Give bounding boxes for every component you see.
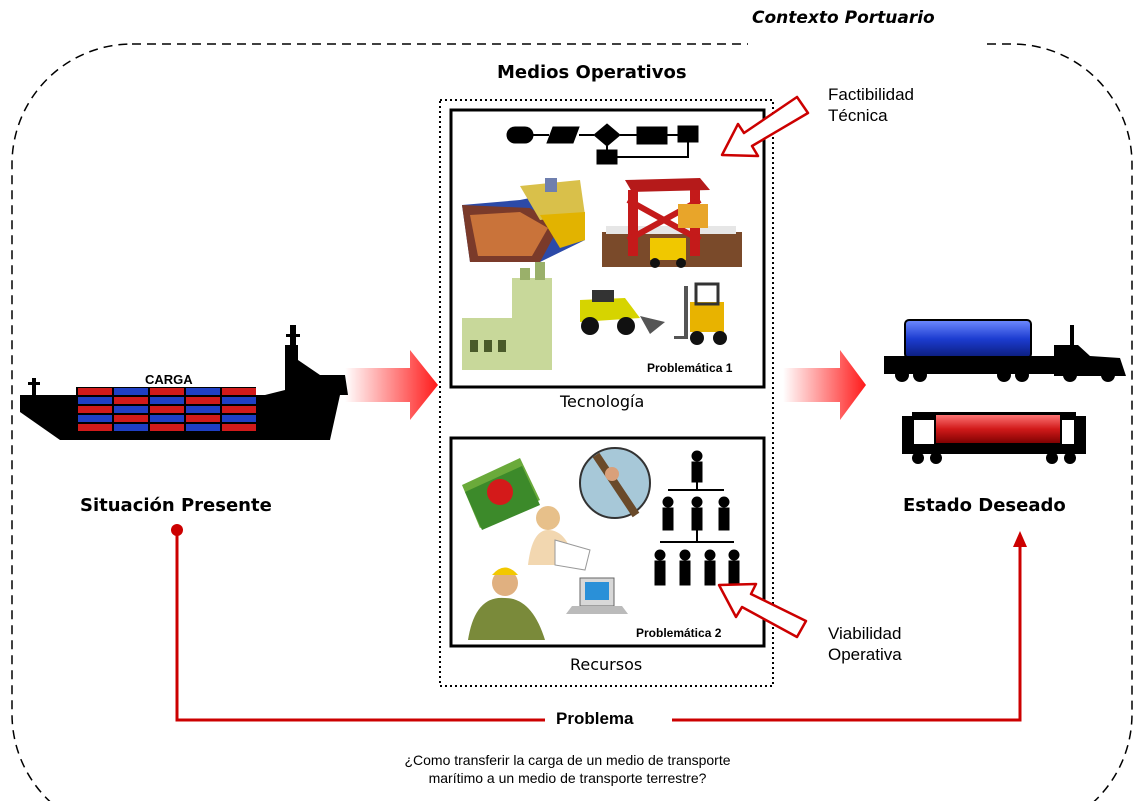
feasibility-note-line1: Factibilidad (828, 85, 914, 104)
resources-problem-label: Problemática 2 (636, 626, 722, 640)
problem-arrow-head (1013, 531, 1027, 547)
gantry-crane-icon (602, 178, 742, 268)
ship-cargo-label: CARGA (145, 372, 193, 387)
feasibility-pointer-arrow (720, 95, 810, 158)
money-icon (462, 458, 540, 530)
ship-bow-icon (462, 178, 585, 262)
technology-problem-label: Problemática 1 (647, 361, 733, 375)
context-title: Contexto Portuario (752, 8, 935, 28)
resources-caption: Recursos (570, 655, 643, 674)
current-state-label: Situación Presente (80, 495, 272, 516)
means-frame (439, 99, 774, 687)
worker-icon (468, 567, 545, 640)
viability-note: Viabilidad Operativa (828, 623, 902, 665)
viability-note-line2: Operativa (828, 645, 902, 664)
flowchart-icon (506, 123, 699, 165)
org-chart-icon (654, 450, 740, 586)
grain-silo-icon (462, 262, 552, 370)
problem-connector-left (175, 530, 545, 722)
computer-icon (566, 577, 628, 614)
viability-pointer-arrow (717, 582, 808, 639)
problem-question-line1: ¿Como transferir la carga de un medio de… (404, 752, 731, 768)
desired-state-label: Estado Deseado (903, 495, 1066, 516)
feasibility-note-line2: Técnica (828, 106, 888, 125)
means-title: Medios Operativos (497, 62, 687, 83)
forklift-icon (674, 282, 727, 345)
flow-arrow-right (783, 350, 866, 420)
context-frame (11, 43, 1133, 801)
tank-truck-icon (884, 319, 1126, 382)
technology-caption: Tecnología (560, 392, 645, 411)
problem-label: Problema (556, 709, 634, 728)
engineer-icon (528, 506, 591, 571)
front-loader-icon (580, 290, 665, 335)
feasibility-note: Factibilidad Técnica (828, 84, 914, 126)
flow-arrow-left (345, 350, 438, 420)
lineman-icon (579, 447, 651, 519)
rail-tank-car-icon (902, 412, 1086, 464)
viability-note-line1: Viabilidad (828, 624, 902, 643)
problem-question-line2: marítimo a un medio de transporte terres… (428, 770, 707, 786)
problem-question: ¿Como transferir la carga de un medio de… (330, 751, 805, 787)
cargo-ship-icon (20, 325, 348, 440)
problem-connector-right (672, 545, 1022, 722)
